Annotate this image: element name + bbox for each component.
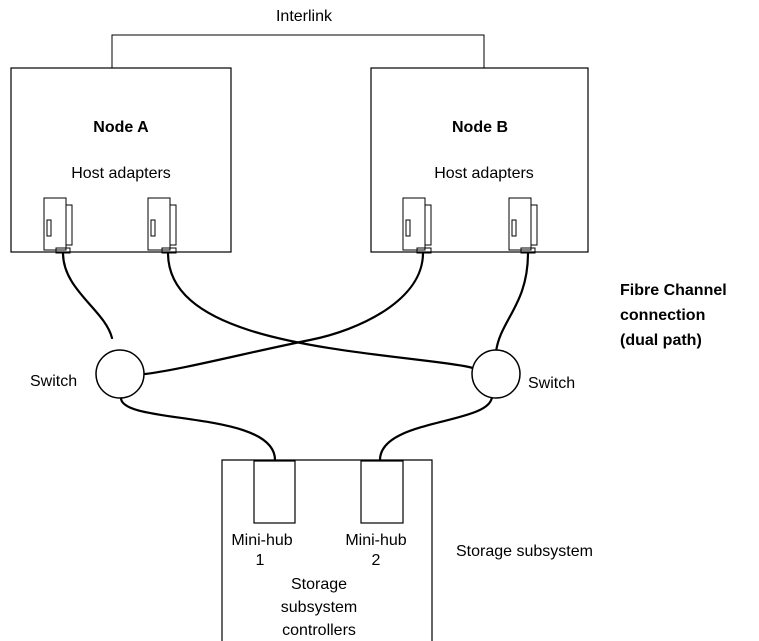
controllers-label-line: Storage [291,576,347,593]
switch-right-label: Switch [528,375,575,392]
switch-right-icon [471,349,521,399]
cable-node-b-left-switch [143,251,425,376]
controllers-label-line: controllers [282,622,356,639]
cable-node-a-right-switch [166,251,480,374]
fc-label-line: connection [620,307,705,324]
interlink-label: Interlink [276,8,333,25]
minihub-2-box [360,460,404,524]
minihub-1-box [253,460,296,524]
cable-node-a-left-switch [61,251,114,340]
controllers-label-line: subsystem [281,599,357,616]
node-a-box [10,67,232,253]
switch-left-icon [95,349,145,399]
node-b-box [370,67,589,253]
host-adapter-icon [43,197,73,254]
storage-subsystem: Mini-hub 1 Mini-hub 2 Storage subsystem … [221,459,433,641]
storage-subsystem-box [221,459,433,641]
node-b-subtitle: Host adapters [434,165,534,182]
cable-left-switch-minihub-1 [119,396,277,462]
cable-right-switch-minihub-2 [378,394,494,462]
minihub-2-label: Mini-hub [345,532,406,549]
minihub-1-label: Mini-hub [231,532,292,549]
node-a: Node A Host adapters [10,67,232,254]
node-a-subtitle: Host adapters [71,165,171,182]
host-adapter-icon [508,197,538,254]
node-a-title: Node A [93,119,149,136]
node-b-title: Node B [452,119,508,136]
fc-connection-label: Fibre Channel connection (dual path) [620,282,727,349]
minihub-2-number: 2 [372,552,381,569]
node-b: Node B Host adapters [370,67,589,254]
storage-subsystem-label: Storage subsystem [456,543,593,560]
fc-label-line: (dual path) [620,332,702,349]
interlink-line [111,34,485,68]
minihub-1-number: 1 [256,552,265,569]
fc-label-line: Fibre Channel [620,282,727,299]
host-adapter-icon [402,197,432,254]
host-adapter-icon [147,197,177,254]
fibre-cables [61,251,530,462]
switch-left-label: Switch [30,373,77,390]
cable-node-b-right-switch [494,251,530,354]
